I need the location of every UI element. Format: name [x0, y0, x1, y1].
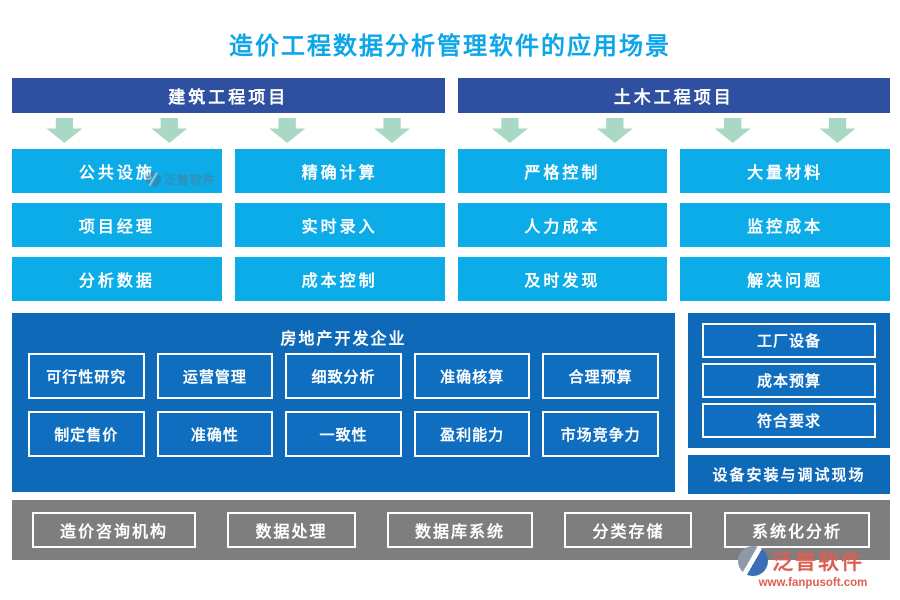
- gray-btn-classified-storage: 分类存储: [564, 512, 693, 548]
- header-row: 建筑工程项目 土木工程项目: [12, 78, 890, 113]
- watermark-text: 泛普软件: [163, 173, 216, 187]
- down-arrow-icon: [374, 118, 411, 143]
- header-civil-projects: 土木工程项目: [457, 78, 890, 113]
- arrow-row: [12, 117, 890, 144]
- tile-bulk-materials: 大量材料: [680, 149, 890, 193]
- panel-btn-meets-requirements: 符合要求: [702, 403, 876, 438]
- gray-btn-data-processing: 数据处理: [227, 512, 356, 548]
- panel-btn-accurate-accounting: 准确核算: [413, 353, 531, 399]
- real-estate-panel: 房地产开发企业 可行性研究 运营管理 细致分析 准确核算 合理预算 制定售价 准…: [12, 313, 675, 492]
- down-arrow-icon: [151, 118, 188, 143]
- header-construction-projects: 建筑工程项目: [12, 78, 445, 113]
- gray-btn-cost-consulting-agency: 造价咨询机构: [32, 512, 197, 548]
- tile-public-facilities: 公共设施 泛普软件: [12, 149, 222, 193]
- down-arrow-icon: [491, 118, 528, 143]
- fanpu-website-link[interactable]: www.fanpusoft.com: [758, 577, 868, 589]
- panel-btn-profitability: 盈利能力: [413, 411, 531, 457]
- down-arrow-icon: [596, 118, 633, 143]
- tile-analyze-data: 分析数据: [12, 257, 222, 301]
- fanpu-logo-name: 泛普软件: [772, 551, 864, 574]
- panel-btn-market-competitiveness: 市场竞争力: [542, 411, 659, 457]
- fanpu-logo: 泛普软件 www.fanpusoft.com: [738, 546, 888, 589]
- tile-labor-cost: 人力成本: [457, 203, 668, 247]
- panel-btn-reasonable-budget: 合理预算: [542, 353, 659, 399]
- real-estate-panel-grid: 可行性研究 运营管理 细致分析 准确核算 合理预算 制定售价 准确性 一致性 盈…: [28, 353, 659, 457]
- tile-precise-calculation: 精确计算: [234, 149, 445, 193]
- tile-label: 公共设施: [78, 165, 155, 182]
- real-estate-panel-title: 房地产开发企业: [280, 331, 407, 348]
- gray-btn-systematic-analysis: 系统化分析: [723, 512, 870, 548]
- down-arrow-icon: [819, 118, 856, 143]
- panel-btn-operations-management: 运营管理: [156, 353, 274, 399]
- middle-section: 房地产开发企业 可行性研究 运营管理 细致分析 准确核算 合理预算 制定售价 准…: [12, 313, 890, 494]
- page-title: 造价工程数据分析管理软件的应用场景: [229, 33, 671, 60]
- watermark: 泛普软件: [145, 171, 216, 188]
- panel-btn-feasibility-study: 可行性研究: [28, 353, 145, 399]
- fanpu-logo-icon: [738, 546, 768, 576]
- down-arrow-icon: [269, 118, 306, 143]
- down-arrow-icon: [46, 118, 83, 143]
- scenario-grid: 公共设施 泛普软件 精确计算 严格控制 大量材料 项目经理 实时录入 人力成本 …: [12, 149, 890, 301]
- equipment-installation-bar: 设备安装与调试现场: [688, 455, 890, 494]
- panel-btn-consistency: 一致性: [285, 411, 402, 457]
- tile-solve-problems: 解决问题: [680, 257, 890, 301]
- factory-panel: 工厂设备 成本预算 符合要求: [688, 313, 890, 448]
- tile-project-manager: 项目经理: [12, 203, 222, 247]
- panel-btn-accuracy: 准确性: [156, 411, 274, 457]
- panel-btn-detailed-analysis: 细致分析: [285, 353, 402, 399]
- tile-realtime-entry: 实时录入: [234, 203, 445, 247]
- panel-btn-set-price: 制定售价: [28, 411, 145, 457]
- tile-cost-control: 成本控制: [234, 257, 445, 301]
- tile-strict-control: 严格控制: [457, 149, 668, 193]
- tile-monitor-cost: 监控成本: [680, 203, 890, 247]
- down-arrow-icon: [714, 118, 751, 143]
- gray-btn-database-system: 数据库系统: [386, 512, 533, 548]
- factory-column: 工厂设备 成本预算 符合要求 设备安装与调试现场: [688, 313, 890, 494]
- panel-btn-cost-budget: 成本预算: [702, 363, 876, 398]
- tile-timely-discovery: 及时发现: [457, 257, 668, 301]
- panel-btn-factory-equipment: 工厂设备: [702, 323, 876, 358]
